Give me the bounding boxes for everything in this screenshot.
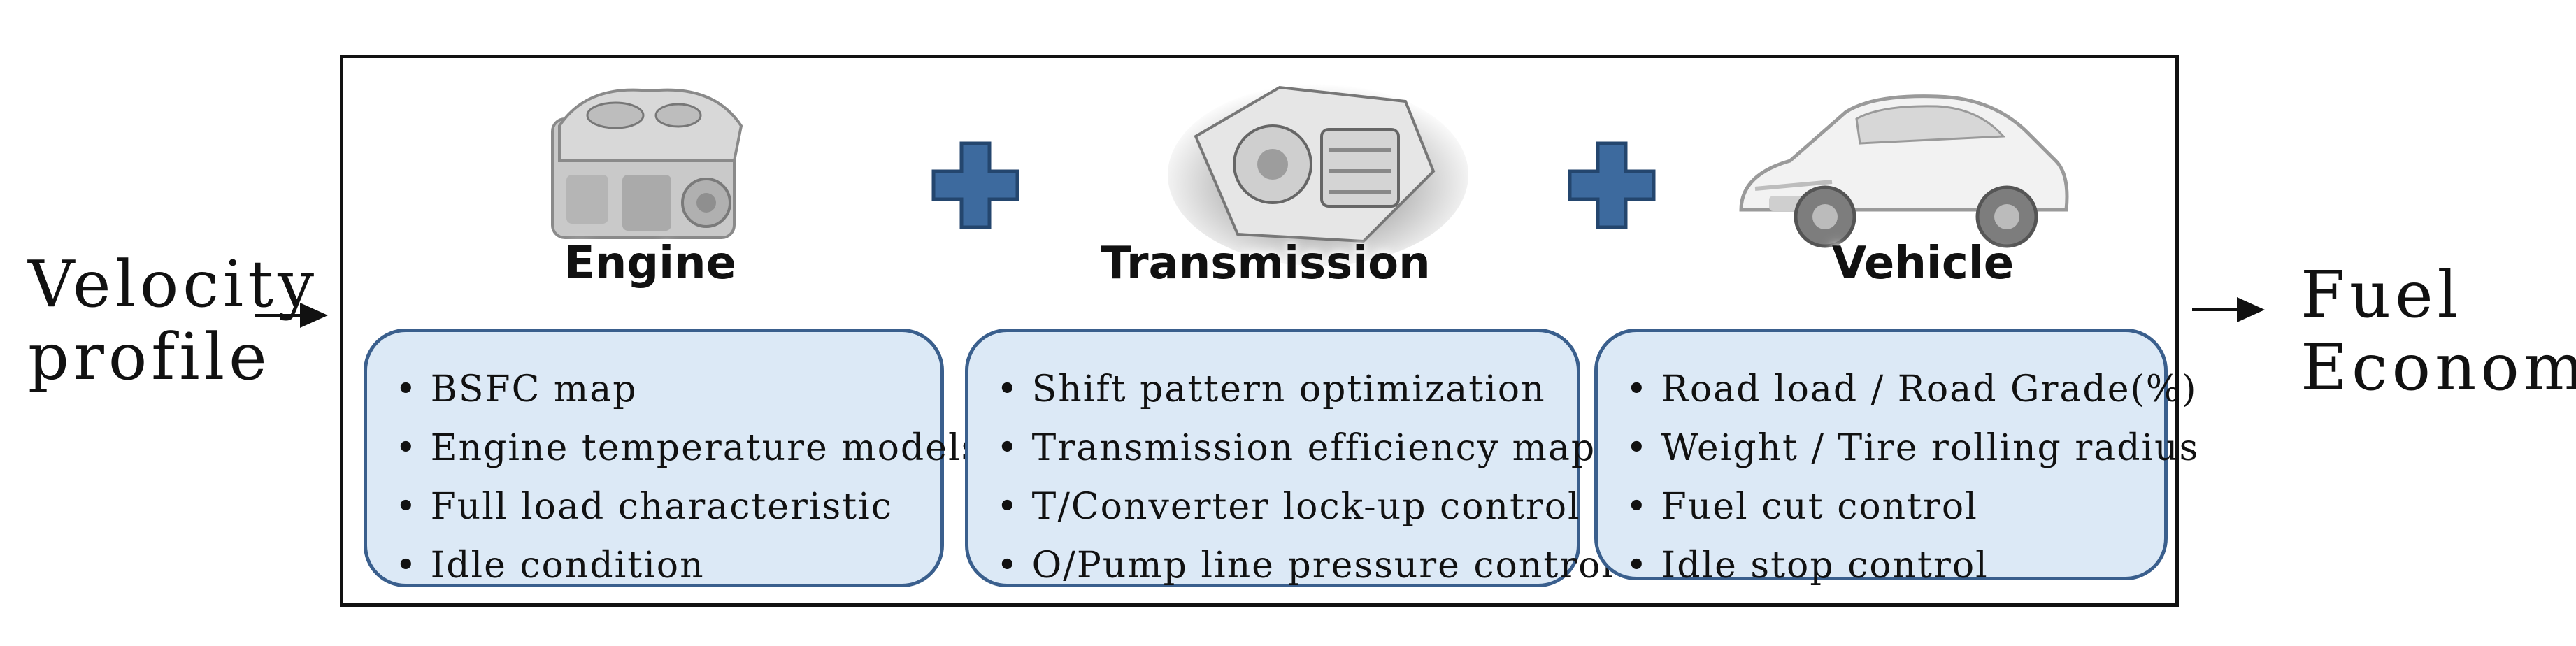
input-arrow xyxy=(255,303,328,328)
engine-title: Engine xyxy=(564,238,736,289)
engine-feature-box: BSFC map Engine temperature models Full … xyxy=(364,329,980,587)
input-label-velocity-profile: Velocity profile xyxy=(28,247,319,394)
vehicle-illustration xyxy=(1739,94,2069,248)
vehicle-feature-list: Road load / Road Grade(%) Weight / Tire … xyxy=(1626,360,2198,595)
vehicle-feature-item: Idle stop control xyxy=(1626,536,2143,595)
vehicle-feature-box: Road load / Road Grade(%) Weight / Tire … xyxy=(1594,329,2198,587)
vehicle-feature-item: Road load / Road Grade(%) xyxy=(1626,360,2196,419)
plus-icon xyxy=(931,141,1019,229)
vehicle-feature-item: Weight / Tire rolling radius xyxy=(1626,419,2198,478)
transmission-feature-item: O/Pump line pressure control xyxy=(996,536,1613,595)
transmission-feature-item: Shift pattern optimization xyxy=(996,360,1556,419)
output-arrow xyxy=(2192,297,2265,322)
transmission-feature-item: Transmission efficiency map xyxy=(996,419,1595,478)
transmission-feature-item: T/Converter lock-up control xyxy=(996,478,1580,536)
engine-feature-item: BSFC map xyxy=(395,360,920,419)
vehicle-title: Vehicle xyxy=(1831,238,2015,289)
plus-icon xyxy=(1568,141,1656,229)
engine-feature-list: BSFC map Engine temperature models Full … xyxy=(395,360,980,595)
transmission-illustration xyxy=(1168,84,1468,266)
engine-feature-item: Idle condition xyxy=(395,536,920,595)
engine-feature-item: Engine temperature models xyxy=(395,419,980,478)
vehicle-feature-item: Fuel cut control xyxy=(1626,478,2143,536)
output-label-fuel-economy: Fuel Economy xyxy=(2300,257,2576,405)
transmission-title: Transmission xyxy=(1101,238,1431,289)
engine-feature-item: Full load characteristic xyxy=(395,478,920,536)
engine-illustration xyxy=(551,88,743,239)
transmission-feature-list: Shift pattern optimization Transmission … xyxy=(996,360,1613,595)
transmission-feature-box: Shift pattern optimization Transmission … xyxy=(965,329,1613,587)
